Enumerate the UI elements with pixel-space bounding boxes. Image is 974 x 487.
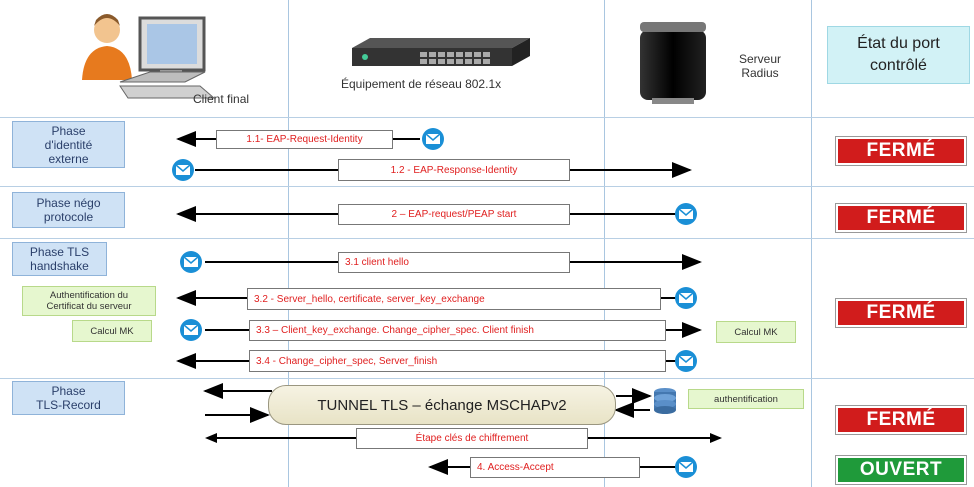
message-1-2: 1.2 - EAP-Response-Identity [338, 159, 570, 181]
database-icon [654, 388, 676, 414]
envelope-icon [179, 250, 203, 274]
envelope-icon [674, 349, 698, 373]
server-label: Serveur Radius [730, 52, 790, 80]
tls-tunnel: TUNNEL TLS – échange MSCHAPv2 [268, 385, 616, 425]
envelope-icon [171, 158, 195, 182]
note-auth-certificate: Authentification du Certificat du serveu… [22, 286, 156, 316]
envelope-icon [421, 127, 445, 151]
message-keys: Étape clés de chiffrement [356, 428, 588, 449]
phase-tls-handshake: Phase TLS handshake [12, 242, 107, 276]
envelope-icon [674, 455, 698, 479]
phase-tls-record: Phase TLS-Record [12, 381, 125, 415]
note-calc-mk-server: Calcul MK [716, 321, 796, 343]
device-lifeline [604, 0, 605, 487]
server-label-line1: Serveur [738, 52, 782, 66]
phase-tls-handshake-line1: Phase TLS [29, 245, 90, 259]
phase-nego-line2: protocole [43, 210, 94, 224]
state-badge-closed: FERMÉ [835, 203, 967, 233]
envelope-icon [179, 318, 203, 342]
envelope-icon [674, 286, 698, 310]
user-computer-icon [82, 14, 216, 99]
client-label: Client final [193, 92, 250, 106]
phase-nego-line1: Phase négo [36, 196, 101, 210]
phase-tls-record-line2: TLS-Record [36, 398, 101, 412]
message-3-4: 3.4 - Change_cipher_spec, Server_finish [249, 350, 666, 372]
port-state-title-line1: État du port [857, 35, 940, 52]
server-tower-icon [640, 22, 706, 104]
envelope-icon [674, 202, 698, 226]
separator [0, 378, 974, 379]
network-switch-icon [352, 38, 530, 66]
phase-tls-record-line1: Phase [51, 384, 86, 398]
state-badge-closed: FERMÉ [835, 405, 967, 435]
message-3-2: 3.2 - Server_hello, certificate, server_… [247, 288, 661, 310]
note-authentification: authentification [688, 389, 804, 409]
message-3-1: 3.1 client hello [338, 252, 570, 273]
note-auth-certificate-line2: Certificat du serveur [46, 301, 132, 312]
port-state-title: État du port contrôlé [827, 26, 970, 84]
separator [0, 238, 974, 239]
client-lifeline [288, 0, 289, 487]
note-auth-certificate-line1: Authentification du [49, 290, 129, 301]
separator [0, 186, 974, 187]
state-badge-closed: FERMÉ [835, 298, 967, 328]
note-calc-mk-client: Calcul MK [72, 320, 152, 342]
actors-graphics [82, 14, 706, 104]
server-lifeline [811, 0, 812, 487]
phase-identity: Phase d'identité externe [12, 121, 125, 168]
separator [0, 117, 974, 118]
message-1-1: 1.1- EAP-Request-Identity [216, 130, 393, 149]
phase-identity-line2: d'identité [44, 137, 93, 152]
port-state-title-line2: contrôlé [870, 57, 927, 74]
phase-identity-line3: externe [48, 151, 89, 166]
server-label-line2: Radius [741, 66, 779, 80]
message-3-3: 3.3 – Client_key_exchange. Change_cipher… [249, 320, 666, 341]
phase-tls-handshake-line2: handshake [30, 259, 89, 273]
state-badge-open: OUVERT [835, 455, 967, 485]
phase-identity-line1: Phase [51, 123, 86, 138]
message-4: 4. Access-Accept [470, 457, 640, 478]
message-2: 2 – EAP-request/PEAP start [338, 204, 570, 225]
device-label: Équipement de réseau 802.1x [341, 77, 502, 91]
state-badge-closed: FERMÉ [835, 136, 967, 166]
phase-nego: Phase négo protocole [12, 192, 125, 228]
